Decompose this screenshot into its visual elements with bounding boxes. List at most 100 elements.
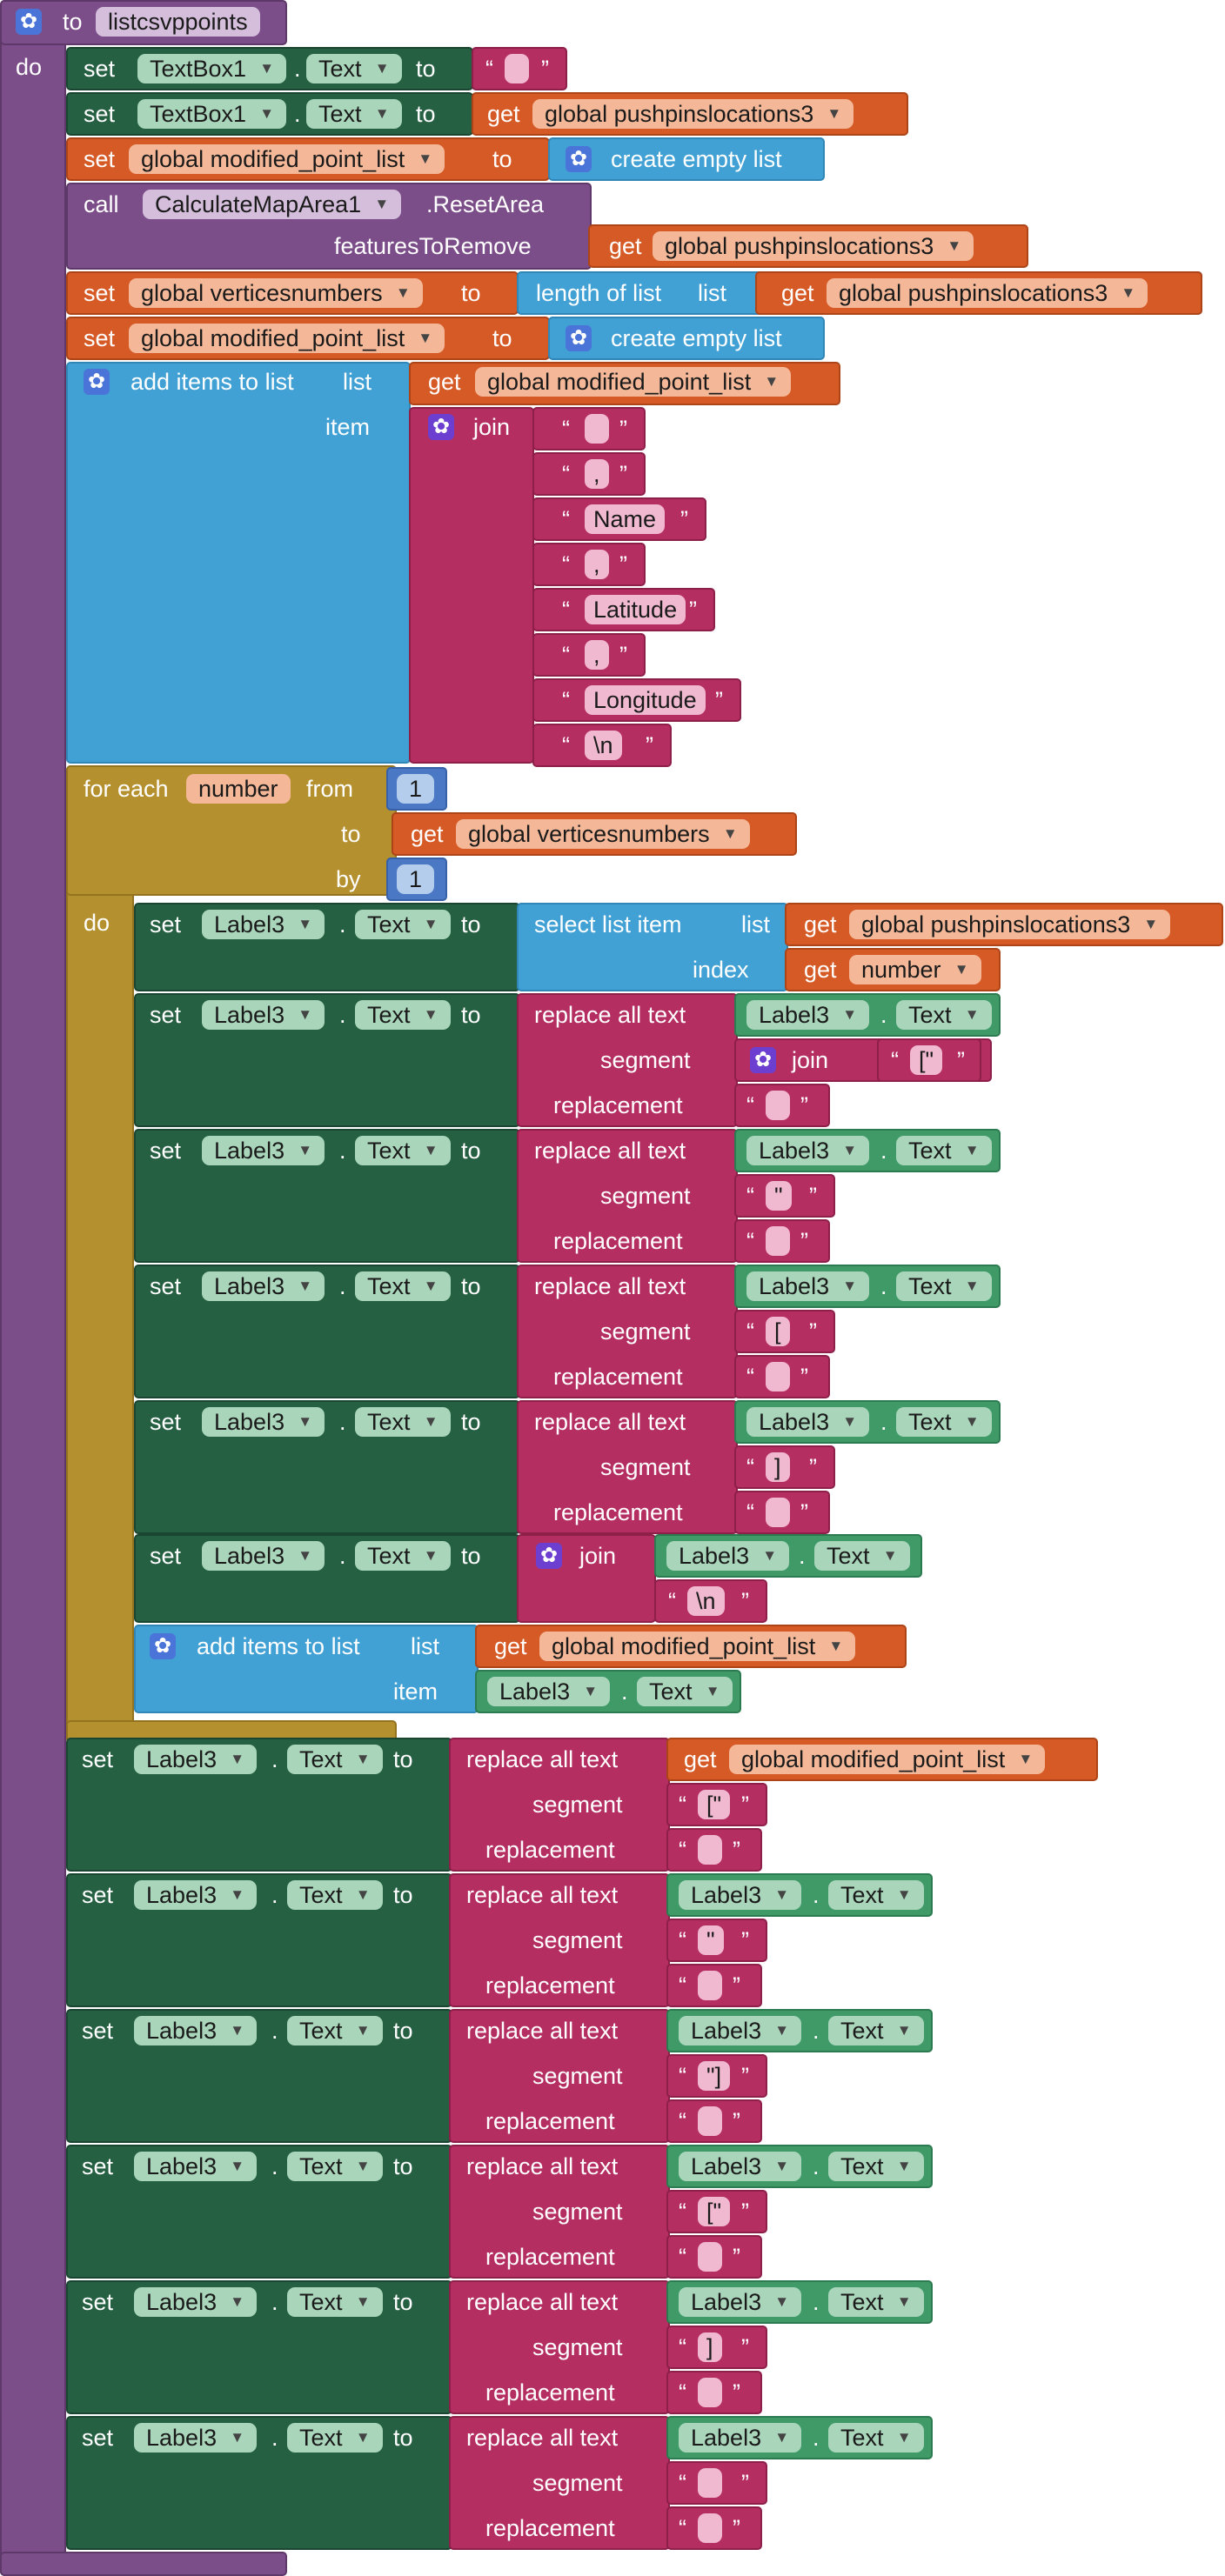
- join-string-field[interactable]: ,: [585, 459, 609, 489]
- set-label3-replace-block[interactable]: [66, 2280, 452, 2414]
- add-items-to-list-block[interactable]: [66, 362, 411, 764]
- label3-dropdown[interactable]: Label3▼: [134, 2016, 258, 2045]
- label3-dropdown[interactable]: Label3▼: [666, 1541, 790, 1571]
- join-gear-icon[interactable]: ✿: [536, 1543, 562, 1569]
- list-gear-icon[interactable]: ✿: [566, 325, 592, 351]
- loop-variable-field[interactable]: number: [186, 774, 291, 804]
- set-label3-replace-block[interactable]: [134, 993, 520, 1127]
- label3-dropdown[interactable]: Label3▼: [679, 2152, 802, 2181]
- label3-dropdown[interactable]: Label3▼: [746, 1407, 870, 1437]
- join-string-field[interactable]: Name: [585, 504, 666, 534]
- text-property-dropdown[interactable]: Text▼: [828, 1880, 924, 1910]
- set-label3-join-block[interactable]: [134, 1534, 520, 1623]
- label3-dropdown[interactable]: Label3▼: [202, 1136, 325, 1165]
- label3-dropdown[interactable]: Label3▼: [679, 2423, 802, 2453]
- procedure-footer[interactable]: [0, 2552, 287, 2576]
- modified-var-dropdown[interactable]: global modified_point_list▼: [129, 144, 445, 174]
- join-string-field[interactable]: ,: [585, 640, 609, 670]
- set-label3-replace-block[interactable]: [66, 2145, 452, 2279]
- pushpins-var-dropdown[interactable]: global pushpinslocations3▼: [849, 910, 1171, 939]
- map-area-dropdown[interactable]: CalculateMapArea1▼: [143, 190, 402, 219]
- for-each-loop-block[interactable]: [66, 765, 134, 1743]
- label3-dropdown[interactable]: Label3▼: [134, 2287, 258, 2317]
- label3-dropdown[interactable]: Label3▼: [746, 1136, 870, 1165]
- text-property-dropdown[interactable]: Text▼: [355, 1407, 451, 1437]
- procedure-name-field[interactable]: listcsvppoints: [96, 7, 260, 37]
- segment-text-field[interactable]: [": [698, 1790, 731, 1819]
- text-property-dropdown[interactable]: Text▼: [896, 1407, 992, 1437]
- segment-text-field[interactable]: [": [698, 2197, 731, 2226]
- label3-dropdown[interactable]: Label3▼: [134, 1745, 258, 1774]
- replace-all-text-block[interactable]: [517, 993, 738, 1127]
- text-property-dropdown[interactable]: Text▼: [287, 1880, 383, 1910]
- procedure-gear-icon[interactable]: ✿: [16, 9, 42, 35]
- vertices-var-dropdown[interactable]: global verticesnumbers▼: [456, 819, 750, 849]
- join-string-field[interactable]: \n: [585, 731, 622, 760]
- create-empty-list-block[interactable]: [548, 137, 825, 181]
- set-label3-replace-block[interactable]: [134, 1400, 520, 1534]
- text-property-dropdown[interactable]: Text▼: [828, 2423, 924, 2453]
- set-label3-replace-block[interactable]: [134, 1129, 520, 1263]
- label3-dropdown[interactable]: Label3▼: [746, 1271, 870, 1301]
- label3-dropdown[interactable]: Label3▼: [202, 1541, 325, 1571]
- procedure-block-listcsvppoints[interactable]: [0, 0, 66, 2576]
- segment-text-field[interactable]: [: [766, 1317, 790, 1346]
- segment-text-field[interactable]: [": [910, 1045, 943, 1075]
- replacement-text-field[interactable]: [698, 2242, 722, 2272]
- label3-dropdown[interactable]: Label3▼: [134, 2423, 258, 2453]
- join-gear-icon[interactable]: ✿: [428, 414, 454, 440]
- add-items-to-list-loop-block[interactable]: [134, 1625, 479, 1713]
- replace-all-text-block[interactable]: [449, 2009, 670, 2143]
- label3-dropdown[interactable]: Label3▼: [202, 1407, 325, 1437]
- pushpins-var-dropdown[interactable]: global pushpinslocations3▼: [827, 278, 1148, 308]
- newline-text-field[interactable]: \n: [687, 1586, 725, 1616]
- text-property-dropdown[interactable]: Text▼: [287, 2152, 383, 2181]
- segment-text-field[interactable]: ]: [766, 1452, 790, 1482]
- label3-dropdown[interactable]: Label3▼: [202, 1271, 325, 1301]
- join-string-field[interactable]: [585, 414, 609, 444]
- create-empty-list-block[interactable]: [548, 317, 825, 360]
- set-label3-replace-block[interactable]: [66, 2009, 452, 2143]
- text-property-dropdown[interactable]: Text▼: [306, 99, 402, 129]
- label3-dropdown[interactable]: Label3▼: [202, 1000, 325, 1030]
- text-property-dropdown[interactable]: Text▼: [287, 2423, 383, 2453]
- from-number-field[interactable]: 1: [397, 774, 435, 804]
- select-list-item-block[interactable]: [517, 903, 788, 991]
- text-property-dropdown[interactable]: Text▼: [828, 2016, 924, 2045]
- label3-dropdown[interactable]: Label3▼: [134, 2152, 258, 2181]
- text-property-dropdown[interactable]: Text▼: [637, 1677, 733, 1706]
- number-var-dropdown[interactable]: number▼: [849, 955, 981, 984]
- label3-dropdown[interactable]: Label3▼: [202, 910, 325, 939]
- text-property-dropdown[interactable]: Text▼: [287, 1745, 383, 1774]
- text-property-dropdown[interactable]: Text▼: [896, 1000, 992, 1030]
- join-string-field[interactable]: Longitude: [585, 685, 706, 715]
- label3-dropdown[interactable]: Label3▼: [679, 1880, 802, 1910]
- text-property-dropdown[interactable]: Text▼: [355, 1136, 451, 1165]
- set-label3-replace-block[interactable]: [66, 2416, 452, 2550]
- segment-text-field[interactable]: "]: [698, 2061, 731, 2091]
- text-property-dropdown[interactable]: Text▼: [287, 2016, 383, 2045]
- text-property-dropdown[interactable]: Text▼: [355, 1541, 451, 1571]
- text-property-dropdown[interactable]: Text▼: [287, 2287, 383, 2317]
- set-label3-replace-block[interactable]: [66, 1873, 452, 2007]
- text-property-dropdown[interactable]: Text▼: [896, 1136, 992, 1165]
- segment-text-field[interactable]: ": [698, 1925, 724, 1955]
- replacement-text-field[interactable]: [766, 1226, 790, 1256]
- replacement-text-field[interactable]: [698, 2513, 722, 2543]
- text-property-dropdown[interactable]: Text▼: [828, 2287, 924, 2317]
- replace-all-text-block[interactable]: [517, 1265, 738, 1398]
- replacement-text-field[interactable]: [698, 1971, 722, 2000]
- text-property-dropdown[interactable]: Text▼: [355, 910, 451, 939]
- modified-var-dropdown[interactable]: global modified_point_list▼: [729, 1745, 1046, 1774]
- label3-dropdown[interactable]: Label3▼: [134, 1880, 258, 1910]
- text-property-dropdown[interactable]: Text▼: [355, 1000, 451, 1030]
- replace-all-text-block[interactable]: [449, 2416, 670, 2550]
- replacement-text-field[interactable]: [698, 2378, 722, 2407]
- join-gear-icon[interactable]: ✿: [750, 1047, 776, 1073]
- replace-all-text-block[interactable]: [449, 2280, 670, 2414]
- by-number-field[interactable]: 1: [397, 864, 435, 894]
- label3-dropdown[interactable]: Label3▼: [679, 2016, 802, 2045]
- pushpins-var-dropdown[interactable]: global pushpinslocations3▼: [532, 99, 854, 129]
- list-gear-icon[interactable]: ✿: [566, 146, 592, 172]
- segment-text-field[interactable]: ": [766, 1181, 792, 1211]
